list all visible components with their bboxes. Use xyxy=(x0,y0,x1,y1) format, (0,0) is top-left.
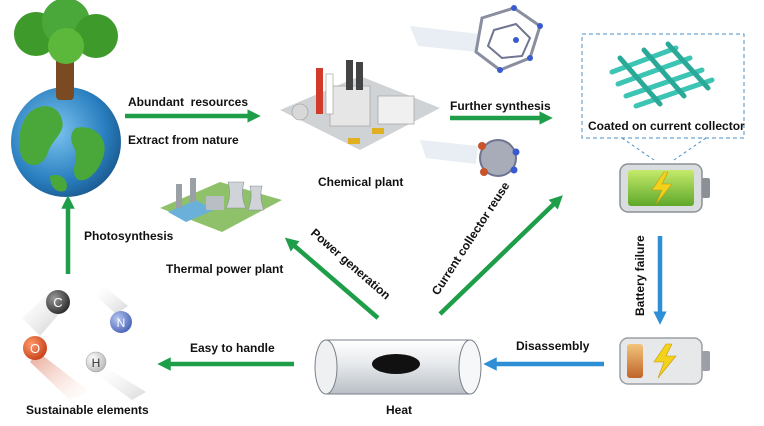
earth-continent xyxy=(19,106,63,166)
power-plant-building xyxy=(206,196,224,210)
plant-truck xyxy=(348,138,360,144)
carbon-atom-label: C xyxy=(53,295,62,310)
molecule-motion-trail xyxy=(410,26,480,52)
label-thermal-power-plant: Thermal power plant xyxy=(166,262,283,276)
current-collector-dashed-box xyxy=(581,33,745,139)
power-plant-cooling-tower xyxy=(225,181,247,209)
power-plant-tower xyxy=(176,184,182,208)
battery-fill xyxy=(627,344,643,378)
label-current-collector-reuse: Current collector reuse xyxy=(429,179,513,298)
label-easy-to-handle: Easy to handle xyxy=(190,341,275,355)
nitrogen-atom-label: N xyxy=(117,316,126,330)
carbon-atom xyxy=(46,290,70,314)
label-power-generation: Power generation xyxy=(308,226,393,303)
heat-tube-illustration xyxy=(314,339,482,395)
plant-building xyxy=(329,85,371,127)
atom-motion-trail xyxy=(96,286,128,314)
molecule-atom xyxy=(513,37,519,43)
battery-failed-icon xyxy=(619,337,710,385)
atom-motion-trail xyxy=(30,352,90,400)
plant-tank xyxy=(291,103,309,121)
earth-with-tree-illustration xyxy=(11,0,121,197)
hydrogen-atom-label: H xyxy=(92,356,101,370)
tube-sample xyxy=(372,354,420,374)
mesh-strand xyxy=(641,47,687,99)
mesh-strand xyxy=(665,41,711,91)
molecule-small-illustration xyxy=(420,139,520,177)
label-coated-on-current-collector: Coated on current collector xyxy=(588,119,745,133)
molecule-large-illustration xyxy=(410,5,543,73)
battery-terminal xyxy=(702,351,710,371)
sustainable-elements-illustration: C N O H xyxy=(22,286,146,400)
lightning-bolt-icon xyxy=(651,171,673,205)
molecule-atom xyxy=(510,166,518,174)
label-battery-failure: Battery failure xyxy=(633,235,647,316)
plant-building xyxy=(377,95,415,125)
arrow-power-generation xyxy=(284,237,380,320)
molecule-core xyxy=(479,139,517,177)
lightning-bolt-icon xyxy=(653,343,677,379)
earth-continent xyxy=(50,174,67,192)
mesh-strand xyxy=(609,45,679,75)
battery-callout-lines xyxy=(621,137,707,161)
tree-trunk xyxy=(56,52,74,100)
plant-chimney xyxy=(346,60,353,90)
mesh-strand xyxy=(633,77,715,109)
label-extract-from-nature: Extract from nature xyxy=(128,133,239,147)
molecule-atom xyxy=(512,148,520,156)
label-disassembly: Disassembly xyxy=(516,339,590,353)
mesh-strand xyxy=(617,55,663,107)
tube-left-end xyxy=(314,339,338,395)
molecule-atom xyxy=(537,23,543,29)
mesh-strand xyxy=(623,67,705,99)
hydrogen-atom xyxy=(85,351,107,373)
tube-right-end xyxy=(458,339,482,395)
molecule-atom xyxy=(480,168,488,176)
mesh-strand xyxy=(615,55,693,87)
molecule-atom xyxy=(511,5,517,11)
label-chemical-plant: Chemical plant xyxy=(318,175,403,189)
power-plant-tower xyxy=(190,178,196,202)
flow-arrows xyxy=(61,109,667,371)
power-plant-cooling-tower xyxy=(247,185,265,211)
molecule-atom xyxy=(497,67,503,73)
earth-continent xyxy=(71,127,105,181)
label-heat: Heat xyxy=(386,403,412,417)
label-further-synthesis: Further synthesis xyxy=(450,99,551,113)
tree-canopy xyxy=(48,28,84,64)
nitrogen-atom xyxy=(110,311,132,333)
molecule-atom xyxy=(478,142,486,150)
arrow-current-collector-reuse xyxy=(438,195,563,316)
label-photosynthesis: Photosynthesis xyxy=(84,229,174,243)
chemical-plant-illustration xyxy=(280,60,440,150)
molecule-framework xyxy=(486,22,532,60)
tree-canopy xyxy=(74,14,118,58)
battery-charged-icon xyxy=(619,163,710,213)
atom-motion-trail xyxy=(96,366,146,400)
plant-truck xyxy=(372,128,384,134)
molecule-motion-trail xyxy=(420,140,478,164)
thermal-power-plant-illustration xyxy=(160,178,282,232)
plant-chimney xyxy=(356,62,363,90)
oxygen-atom xyxy=(23,336,47,360)
label-abundant-resources: Abundant resources xyxy=(128,95,248,109)
molecule-atom xyxy=(527,55,533,61)
oxygen-atom-label: O xyxy=(30,341,40,356)
plant-chimney xyxy=(316,68,323,114)
mesh-current-collector-illustration xyxy=(609,41,715,109)
plant-chimney xyxy=(325,73,334,115)
battery-terminal xyxy=(702,178,710,198)
label-sustainable-elements: Sustainable elements xyxy=(26,403,149,417)
power-plant-water xyxy=(168,200,214,222)
